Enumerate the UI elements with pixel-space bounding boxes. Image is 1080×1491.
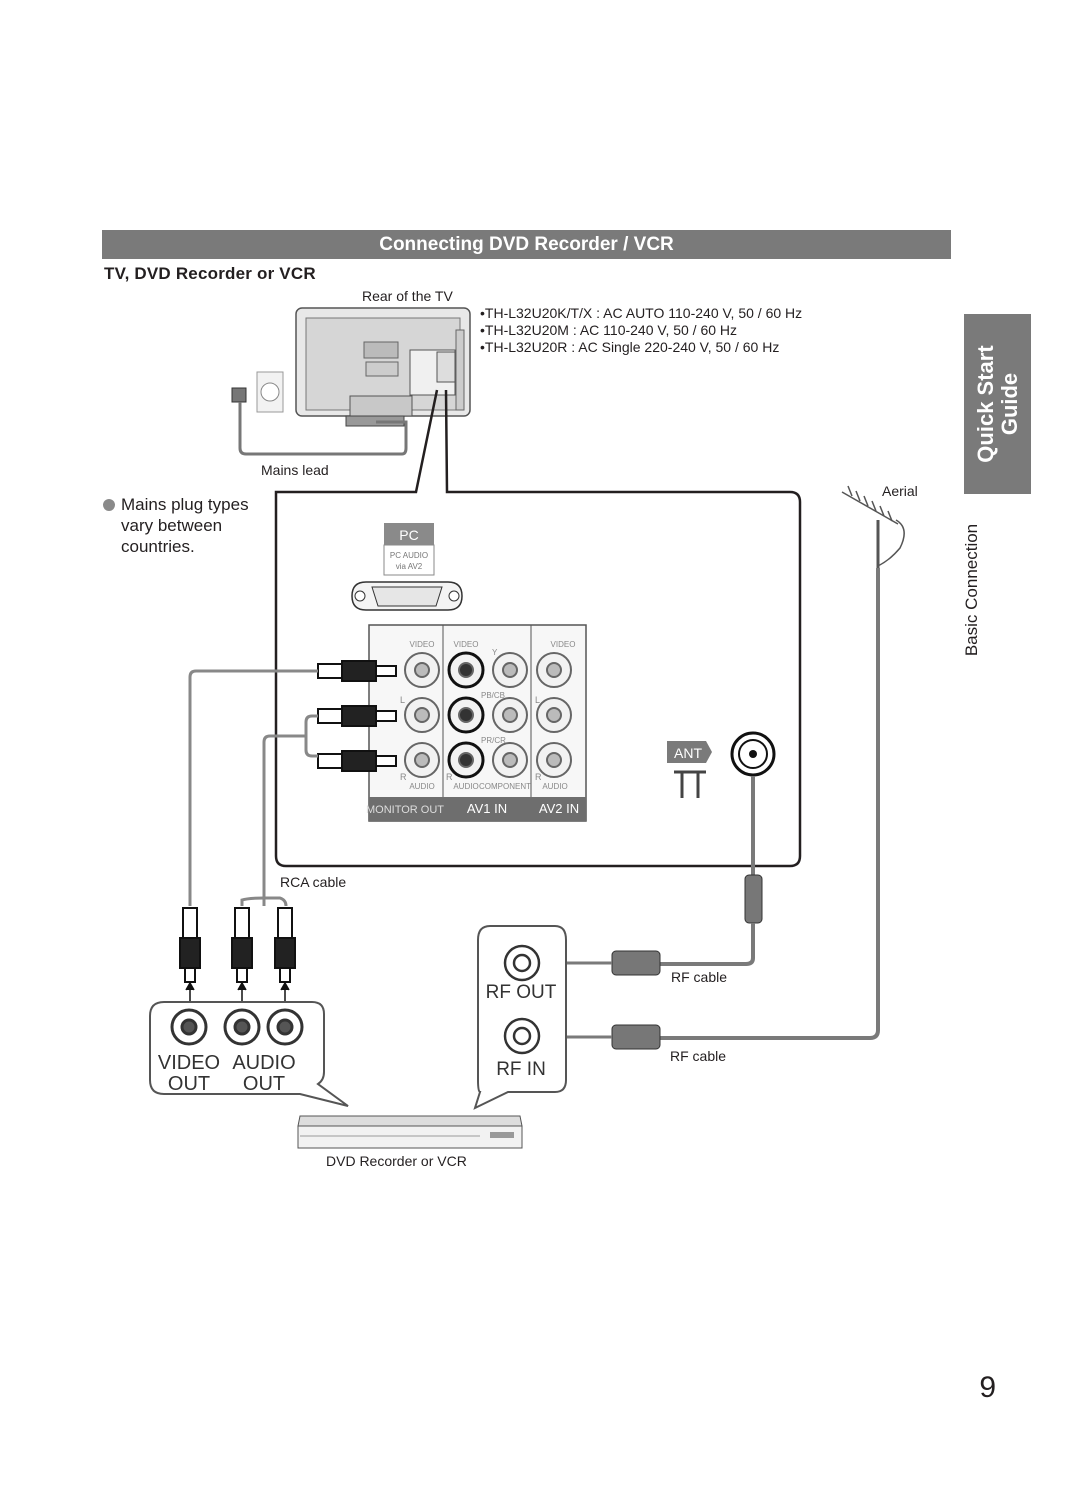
svg-text:L: L (400, 695, 405, 705)
svg-text:PC: PC (399, 527, 418, 543)
svg-text:RF OUT: RF OUT (486, 982, 557, 1003)
mains-lead-label: Mains lead (261, 462, 329, 478)
svg-text:OUT: OUT (168, 1073, 210, 1095)
svg-text:AUDIO: AUDIO (232, 1052, 295, 1074)
svg-text:PB/CB: PB/CB (481, 691, 505, 700)
bullet-icon (103, 499, 115, 511)
wall-socket-icon (231, 371, 284, 413)
spec-line-3: •TH-L32U20R : AC Single 220-240 V, 50 / … (480, 339, 780, 355)
antenna-input-icon (730, 731, 776, 777)
rf-cable-label-2: RF cable (670, 1048, 727, 1064)
section-banner: Connecting DVD Recorder / VCR (102, 230, 951, 259)
svg-text:ANT: ANT (674, 745, 702, 761)
svg-text:Y: Y (492, 648, 498, 657)
spec-line-1: •TH-L32U20K/T/X : AC AUTO 110-240 V, 50 … (480, 305, 803, 321)
rf-plug-icons (611, 950, 661, 1050)
av-jacks (404, 651, 572, 779)
svg-text:PC AUDIO: PC AUDIO (390, 551, 428, 560)
mains-plug-note: Mains plug types vary between countries. (103, 494, 249, 557)
av-out-jacks (170, 1008, 304, 1046)
svg-text:PR/CR: PR/CR (481, 736, 506, 745)
rf-in-jack (503, 1017, 541, 1055)
svg-text:VIDEO: VIDEO (410, 640, 435, 649)
dvd-recorder-icon (297, 1115, 523, 1149)
svg-text:COMPONENT: COMPONENT (479, 782, 531, 791)
spec-line-2: •TH-L32U20M : AC 110-240 V, 50 / 60 Hz (480, 322, 738, 338)
vga-port-icon (351, 581, 463, 611)
svg-text:AUDIO: AUDIO (453, 782, 478, 791)
rear-of-tv-label: Rear of the TV (362, 288, 453, 304)
rf-cable-label-1: RF cable (671, 969, 728, 985)
aerial-label: Aerial (882, 483, 918, 499)
rca-cable-label: RCA cable (280, 874, 347, 890)
page-number: 9 (979, 1371, 996, 1404)
svg-text:VIDEO: VIDEO (158, 1052, 220, 1074)
svg-text:AV2 IN: AV2 IN (539, 801, 579, 816)
svg-text:RF IN: RF IN (496, 1059, 546, 1080)
svg-text:VIDEO: VIDEO (551, 640, 576, 649)
svg-text:AUDIO: AUDIO (542, 782, 567, 791)
section-subtitle: TV, DVD Recorder or VCR (104, 264, 316, 283)
tv-rear-illustration (295, 307, 471, 427)
ant-tag (667, 741, 712, 763)
svg-text:VIDEO: VIDEO (454, 640, 479, 649)
svg-text:MONITOR OUT: MONITOR OUT (366, 804, 444, 816)
svg-text:OUT: OUT (243, 1073, 285, 1095)
rf-out-jack (503, 944, 541, 982)
svg-text:L: L (535, 695, 540, 705)
svg-text:AUDIO: AUDIO (409, 782, 434, 791)
svg-text:R: R (535, 772, 542, 782)
aerial-icon (841, 485, 905, 568)
dvd-recorder-label: DVD Recorder or VCR (326, 1153, 467, 1169)
svg-text:via AV2: via AV2 (396, 562, 423, 571)
pc-header (384, 523, 434, 545)
rca-vertical-plugs (179, 907, 296, 983)
rca-plug-icons (317, 660, 397, 772)
svg-text:R: R (446, 772, 453, 782)
svg-text:AV1 IN: AV1 IN (467, 801, 507, 816)
antenna-symbol-icon (674, 770, 706, 798)
svg-text:R: R (400, 772, 407, 782)
